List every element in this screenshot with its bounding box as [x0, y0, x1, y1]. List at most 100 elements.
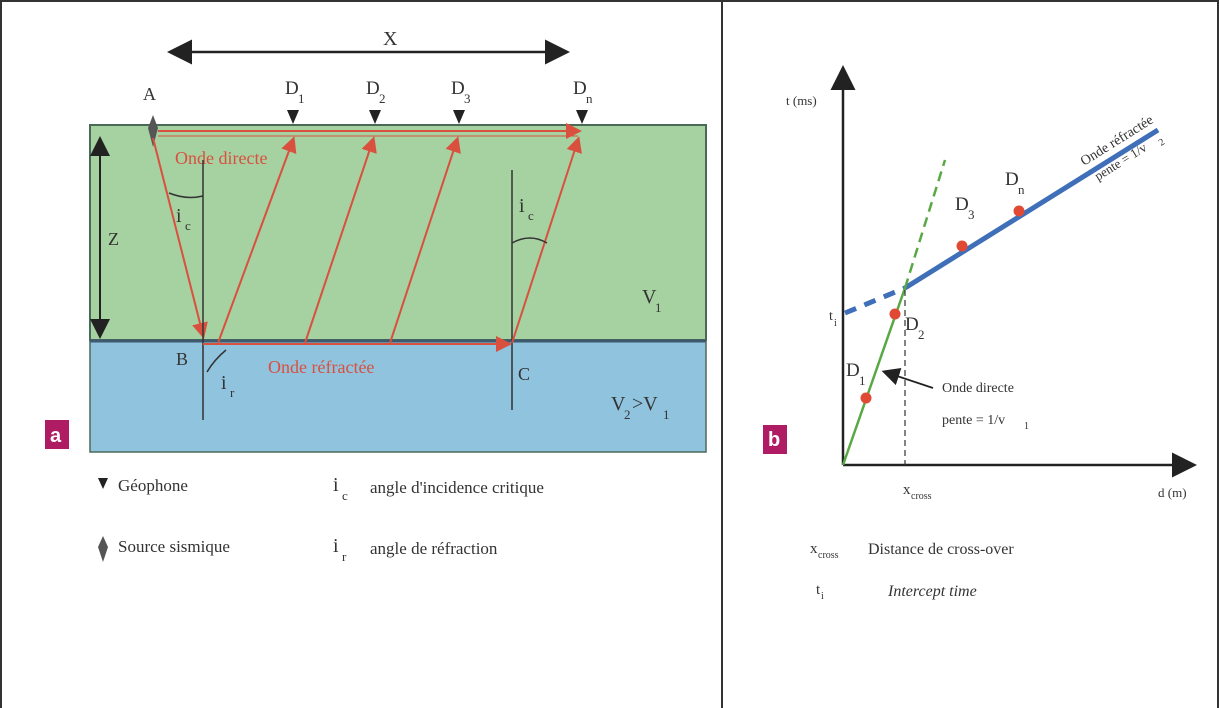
- svg-text:D: D: [905, 314, 919, 335]
- legend-xcross-text: Distance de cross-over: [868, 541, 1014, 558]
- svg-text:2: 2: [918, 327, 925, 342]
- svg-text:3: 3: [464, 91, 471, 106]
- svg-text:D: D: [451, 78, 465, 99]
- source-diamond-icon: [148, 115, 158, 147]
- layer-2: [89, 339, 707, 453]
- legend-ti-text: Intercept time: [887, 583, 977, 600]
- svg-text:i: i: [834, 318, 837, 329]
- svg-text:V: V: [611, 393, 626, 415]
- y-axis-label: t (ms): [786, 93, 817, 108]
- ti-axis-label: t: [829, 309, 833, 324]
- direct-wave-label: Onde directe: [175, 148, 267, 168]
- refracted-line: [903, 127, 1160, 291]
- ic-label-c: i: [519, 195, 525, 217]
- geophone-d2: D 2: [366, 78, 386, 124]
- svg-text:a: a: [50, 425, 62, 447]
- direct-annotation-label: Onde directe: [942, 381, 1014, 396]
- incident-ray: [152, 137, 208, 339]
- svg-text:n: n: [1018, 182, 1025, 197]
- point-d2-label: D 2: [905, 314, 925, 342]
- geophone-d1: D 1: [285, 78, 305, 124]
- svg-text:i: i: [821, 591, 824, 602]
- head-wave-d2: [304, 136, 377, 344]
- svg-text:D: D: [573, 78, 587, 99]
- svg-text:r: r: [342, 549, 347, 564]
- svg-text:D: D: [285, 78, 299, 99]
- legend-ir-symbol: i: [333, 535, 339, 557]
- direct-annotation-arrow: [881, 368, 934, 389]
- refraction-angle-arc: [206, 349, 227, 373]
- geophone-icon: [576, 110, 588, 124]
- svg-text:1: 1: [859, 373, 866, 388]
- svg-text:2: 2: [1157, 137, 1167, 149]
- ir-label: i: [221, 372, 227, 394]
- point-dn-label: D n: [1005, 169, 1025, 197]
- point-d2: [889, 308, 901, 320]
- direct-line-dashed: [903, 159, 947, 289]
- critical-angle-arc-c: [511, 237, 548, 244]
- svg-text:>V: >V: [632, 393, 658, 415]
- layer-1: [89, 124, 707, 341]
- point-b-label: B: [176, 349, 188, 369]
- svg-text:cross: cross: [818, 550, 839, 561]
- svg-text:1: 1: [655, 300, 662, 315]
- refracted-line-dashed: [844, 285, 906, 316]
- legend-geophone: Géophone: [118, 476, 188, 495]
- svg-text:1: 1: [663, 407, 670, 422]
- svg-text:c: c: [185, 218, 191, 233]
- svg-text:1: 1: [298, 91, 305, 106]
- point-c-label: C: [518, 364, 530, 384]
- refracted-line-annotation: Onde réfractée pente = 1/v 2: [1078, 113, 1167, 184]
- geophone-d3: D 3: [451, 78, 471, 124]
- xcross-axis-label: x: [903, 482, 911, 498]
- geophone-icon: [287, 110, 299, 124]
- x-label: X: [383, 28, 398, 50]
- panel-b: t (ms) d (m) t i D 1 D 2 D 3 D: [763, 65, 1197, 602]
- ic-label-b: i: [176, 205, 182, 227]
- depth-label: Z: [108, 229, 119, 249]
- panel-a: X A D 1 D 2 D 3 D n Z Onde d: [45, 28, 707, 564]
- head-wave-d1: [217, 136, 297, 344]
- svg-text:r: r: [230, 385, 235, 400]
- source-label: A: [143, 84, 156, 104]
- geophone-icon: [453, 110, 465, 124]
- svg-text:b: b: [768, 429, 780, 451]
- legend-ic-symbol: i: [333, 474, 339, 496]
- svg-text:D: D: [1005, 169, 1019, 190]
- point-d1: [860, 392, 872, 404]
- svg-text:n: n: [586, 91, 593, 106]
- point-d3: [956, 240, 968, 252]
- svg-text:cross: cross: [911, 491, 932, 502]
- svg-text:1: 1: [1024, 421, 1029, 432]
- svg-text:3: 3: [968, 207, 975, 222]
- legend-geophone-icon: [98, 478, 108, 489]
- svg-text:D: D: [366, 78, 380, 99]
- refracted-wave-label: Onde réfractée: [268, 357, 374, 377]
- point-d3-label: D 3: [955, 194, 975, 222]
- x-axis-label: d (m): [1158, 485, 1187, 500]
- v1-label: V: [642, 286, 657, 308]
- direct-slope-label: pente = 1/v: [942, 413, 1005, 428]
- head-wave-d3: [389, 136, 461, 344]
- point-dn: [1013, 205, 1025, 217]
- legend-xcross-symbol: x: [810, 541, 818, 557]
- legend-source-icon: [98, 536, 108, 562]
- geophone-dn: D n: [573, 78, 593, 124]
- svg-text:c: c: [528, 208, 534, 223]
- legend-source: Source sismique: [118, 537, 230, 556]
- svg-text:c: c: [342, 488, 348, 503]
- panel-b-badge: [763, 425, 787, 454]
- svg-text:D: D: [955, 194, 969, 215]
- panel-divider: [721, 0, 723, 708]
- panel-a-badge: [45, 420, 69, 449]
- critical-angle-arc-b: [168, 192, 204, 199]
- geophone-icon: [369, 110, 381, 124]
- legend-ti-symbol: t: [816, 582, 821, 598]
- svg-text:2: 2: [624, 407, 631, 422]
- legend-ir-text: angle de réfraction: [370, 539, 498, 558]
- svg-text:D: D: [846, 360, 860, 381]
- svg-text:2: 2: [379, 91, 386, 106]
- legend-ic-text: angle d'incidence critique: [370, 478, 544, 497]
